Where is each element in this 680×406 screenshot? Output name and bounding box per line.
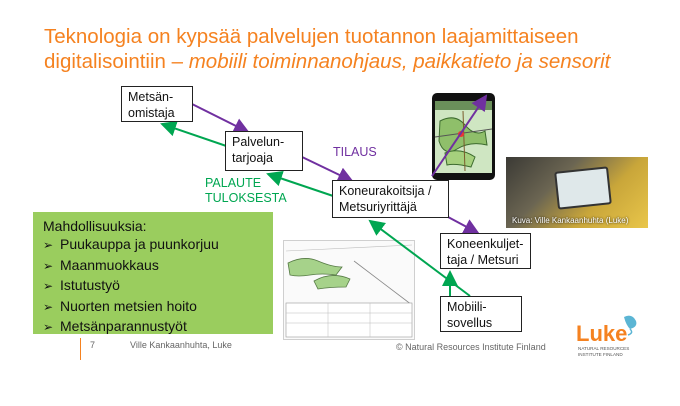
footer-copyright: © Natural Resources Institute Finland — [396, 342, 546, 352]
forest-map-drawing — [283, 240, 415, 340]
order-label: TILAUS — [333, 145, 377, 159]
arrow-bullet-icon: ➢ — [43, 320, 54, 334]
box-contractor-label: Koneurakoitsija / Metsuriyrittäjä — [339, 184, 432, 214]
operator-tablet-photo: Kuva: Ville Kankaanhuhta (Luke) — [506, 157, 648, 228]
box-mobile-app: Mobiili- sovellus — [440, 296, 522, 332]
mobile-phone-image — [432, 93, 495, 180]
arrow-bullet-icon: ➢ — [43, 299, 54, 314]
opportunities-panel: Mahdollisuuksia: ➢Puukauppa ja puunkorju… — [33, 212, 273, 334]
box-service-provider-label: Palvelun- tarjoaja — [232, 135, 285, 165]
footer-author: Ville Kankaanhuhta, Luke — [130, 340, 232, 350]
footer-divider — [80, 338, 81, 360]
photo-caption: Kuva: Ville Kankaanhuhta (Luke) — [512, 216, 629, 225]
feedback-arrow-operator-contractor — [368, 219, 471, 297]
list-item: ➢Metsänparannustyöt — [43, 317, 263, 338]
list-item: ➢Istutustyö — [43, 276, 263, 297]
box-forest-owner: Metsän- omistaja — [121, 86, 193, 122]
slide-title-main: Teknologia on kypsää palvelujen tuotanno… — [44, 25, 579, 73]
box-service-provider: Palvelun- tarjoaja — [225, 131, 303, 171]
opportunities-heading: Mahdollisuuksia: — [43, 218, 147, 234]
feedback-label: PALAUTE TULOKSESTA — [205, 176, 287, 205]
list-item: ➢Nuorten metsien hoito — [43, 297, 263, 318]
box-contractor: Koneurakoitsija / Metsuriyrittäjä — [332, 180, 449, 218]
arrow-bullet-icon: ➢ — [43, 279, 54, 293]
order-arrow-owner-provider — [191, 103, 250, 133]
arrow-bullet-icon: ➢ — [43, 238, 54, 252]
order-arrow-provider-contractor — [299, 155, 354, 183]
logo-wordmark: Luke — [576, 321, 628, 346]
list-item: ➢Puukauppa ja puunkorjuu — [43, 235, 263, 256]
page-number: 7 — [90, 340, 96, 350]
slide-title-subtitle: mobiili toiminnanohjaus, paikkatieto ja … — [188, 50, 611, 73]
order-arrow-to-phone — [431, 94, 488, 177]
luke-logo: Luke NATURAL RESOURCES INSTITUTE FINLAND — [574, 315, 644, 360]
box-mobile-app-label: Mobiili- sovellus — [447, 300, 493, 330]
list-item: ➢Maanmuokkaus — [43, 256, 263, 277]
box-machine-operator: Koneenkuljet- taja / Metsuri — [440, 233, 531, 269]
arrow-bullet-icon: ➢ — [43, 258, 54, 273]
box-machine-operator-label: Koneenkuljet- taja / Metsuri — [447, 237, 524, 267]
logo-institute-text: NATURAL RESOURCES INSTITUTE FINLAND — [578, 346, 630, 357]
box-forest-owner-label: Metsän- omistaja — [128, 90, 175, 120]
slide-title: Teknologia on kypsää palvelujen tuotanno… — [44, 24, 669, 74]
opportunities-list: ➢Puukauppa ja puunkorjuu ➢Maanmuokkaus ➢… — [43, 235, 263, 338]
